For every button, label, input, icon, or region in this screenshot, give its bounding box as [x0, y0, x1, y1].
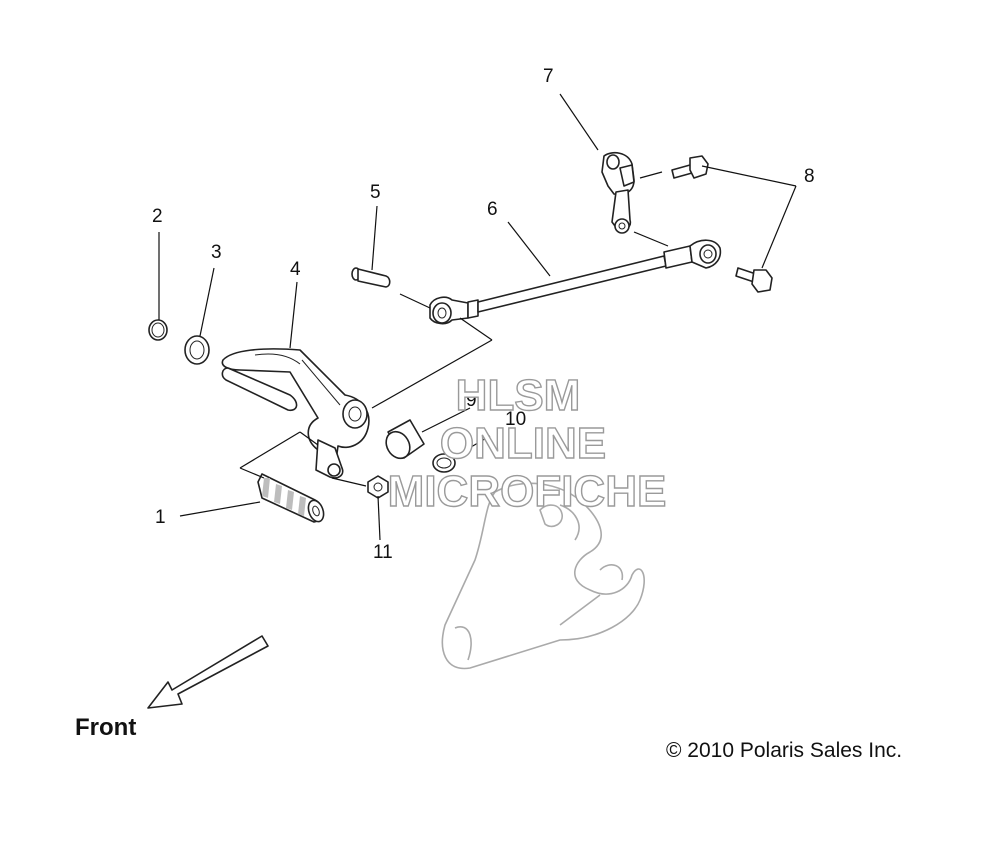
bushing	[385, 419, 425, 460]
shift-peg	[257, 473, 325, 523]
callout-7: 7	[543, 66, 554, 87]
pin-bolt	[351, 267, 391, 288]
callout-9: 9	[466, 390, 477, 411]
o-ring	[432, 453, 456, 473]
washer	[184, 335, 210, 365]
shift-arm	[601, 151, 635, 234]
callout-10: 10	[505, 409, 526, 430]
watermark-line-1: HLSM	[456, 371, 581, 420]
callout-11: 11	[373, 542, 393, 563]
callout-5: 5	[370, 182, 381, 203]
hex-nut	[367, 475, 389, 499]
shift-lever	[221, 348, 370, 479]
leader-lines	[158, 93, 797, 541]
copyright-text: © 2010 Polaris Sales Inc.	[666, 739, 902, 762]
callout-1: 1	[155, 507, 166, 528]
callout-3: 3	[211, 242, 222, 263]
callout-8: 8	[804, 166, 815, 187]
snap-ring	[148, 319, 168, 341]
watermark-line-2: ONLINE	[440, 419, 606, 468]
callout-labels: 1 2 3 4 5 6 7 8 9 10 11	[152, 66, 815, 563]
callout-2: 2	[152, 206, 163, 227]
callout-4: 4	[290, 259, 301, 280]
frame-bracket-outline	[441, 482, 645, 670]
callout-6: 6	[487, 199, 498, 220]
shift-rod	[429, 239, 722, 325]
flange-bolt-lower	[735, 267, 773, 293]
front-label: Front	[75, 714, 136, 741]
watermark-line-3: MICROFICHE	[388, 467, 667, 516]
watermark: HLSM ONLINE MICROFICHE	[387, 370, 667, 516]
front-direction-arrow	[147, 635, 269, 709]
flange-bolt-upper	[671, 155, 709, 179]
